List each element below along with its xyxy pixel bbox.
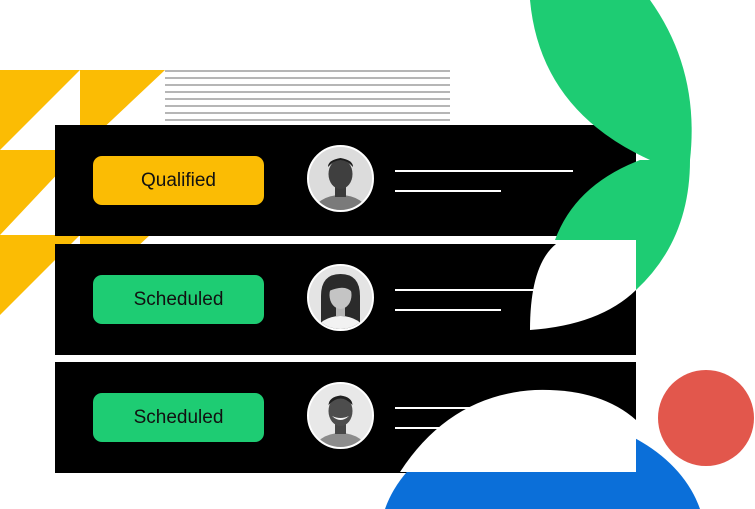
person-avatar-icon <box>309 384 372 447</box>
placeholder-line <box>395 170 573 172</box>
placeholder-line <box>395 289 573 291</box>
status-badge: Qualified <box>93 156 264 205</box>
person-avatar-icon <box>307 264 374 331</box>
stripe-lines <box>165 70 450 121</box>
status-badge: Scheduled <box>93 275 264 324</box>
person-avatar-icon <box>309 147 372 210</box>
candidate-card-2[interactable]: Scheduled <box>55 244 636 355</box>
candidate-card-1[interactable]: Qualified <box>55 125 636 236</box>
placeholder-line <box>395 190 501 192</box>
person-avatar-icon <box>309 266 372 329</box>
placeholder-line <box>395 427 501 429</box>
status-badge: Scheduled <box>93 393 264 442</box>
placeholder-line <box>395 407 573 409</box>
person-avatar-icon <box>307 145 374 212</box>
placeholder-line <box>395 309 501 311</box>
candidate-card-3[interactable]: Scheduled <box>55 362 636 473</box>
person-avatar-icon <box>307 382 374 449</box>
